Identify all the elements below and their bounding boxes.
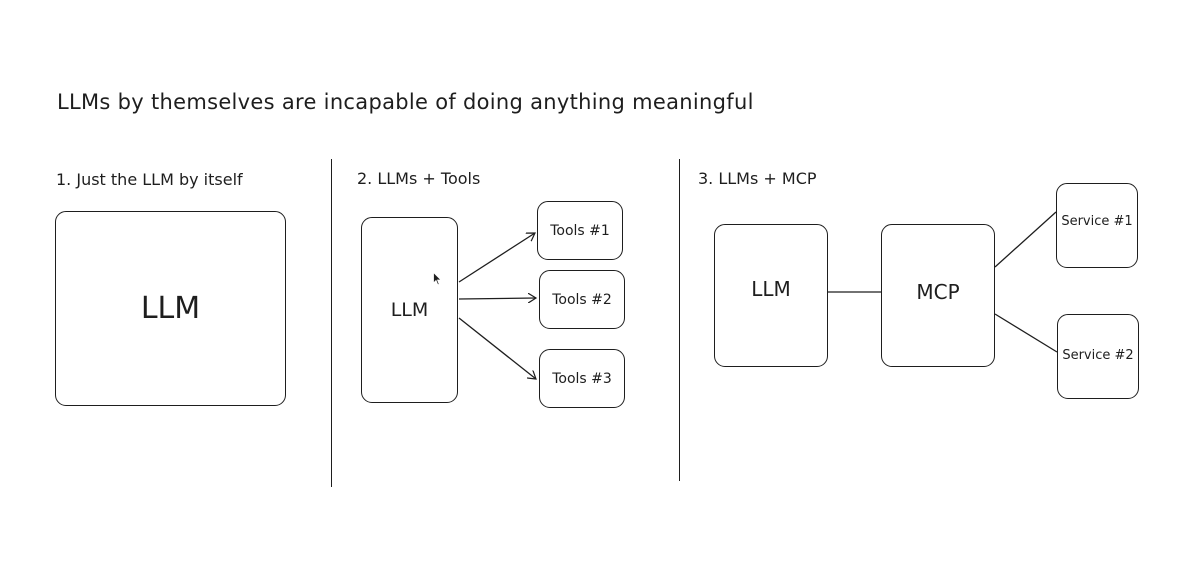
tools-2-box: Tools #2 — [539, 270, 625, 329]
service-1-label: Service #1 — [1061, 214, 1133, 229]
section-1-title: 1. Just the LLM by itself — [56, 170, 243, 189]
tools-1-label: Tools #1 — [550, 222, 610, 239]
line-mcp-to-service-2 — [994, 313, 1058, 353]
diagram-headline: LLMs by themselves are incapable of doin… — [57, 90, 754, 114]
tools-2-label: Tools #2 — [552, 291, 612, 308]
arrow-llm-to-tools-3 — [458, 317, 536, 379]
tools-1-box: Tools #1 — [537, 201, 623, 260]
arrow-llm-to-tools-1 — [458, 233, 535, 283]
section-divider-2 — [679, 159, 680, 481]
mcp-box: MCP — [881, 224, 995, 367]
arrow-llm-to-tools-2 — [458, 298, 536, 299]
mcp-label: MCP — [916, 280, 960, 304]
tools-3-label: Tools #3 — [552, 370, 612, 387]
section-3-llm-box: LLM — [714, 224, 828, 367]
section-divider-1 — [331, 159, 332, 487]
service-2-box: Service #2 — [1057, 314, 1139, 399]
section-2-llm-box: LLM — [361, 217, 458, 403]
section-1-llm-box: LLM — [55, 211, 286, 406]
section-3-title: 3. LLMs + MCP — [698, 169, 817, 188]
section-3-llm-label: LLM — [751, 277, 791, 301]
tools-3-box: Tools #3 — [539, 349, 625, 408]
service-2-label: Service #2 — [1062, 348, 1134, 363]
service-1-box: Service #1 — [1056, 183, 1138, 268]
line-mcp-to-service-1 — [994, 211, 1057, 268]
mouse-pointer-icon — [433, 272, 442, 286]
section-2-title: 2. LLMs + Tools — [357, 169, 481, 188]
section-2-llm-label: LLM — [390, 299, 429, 321]
section-1-llm-label: LLM — [140, 291, 201, 326]
